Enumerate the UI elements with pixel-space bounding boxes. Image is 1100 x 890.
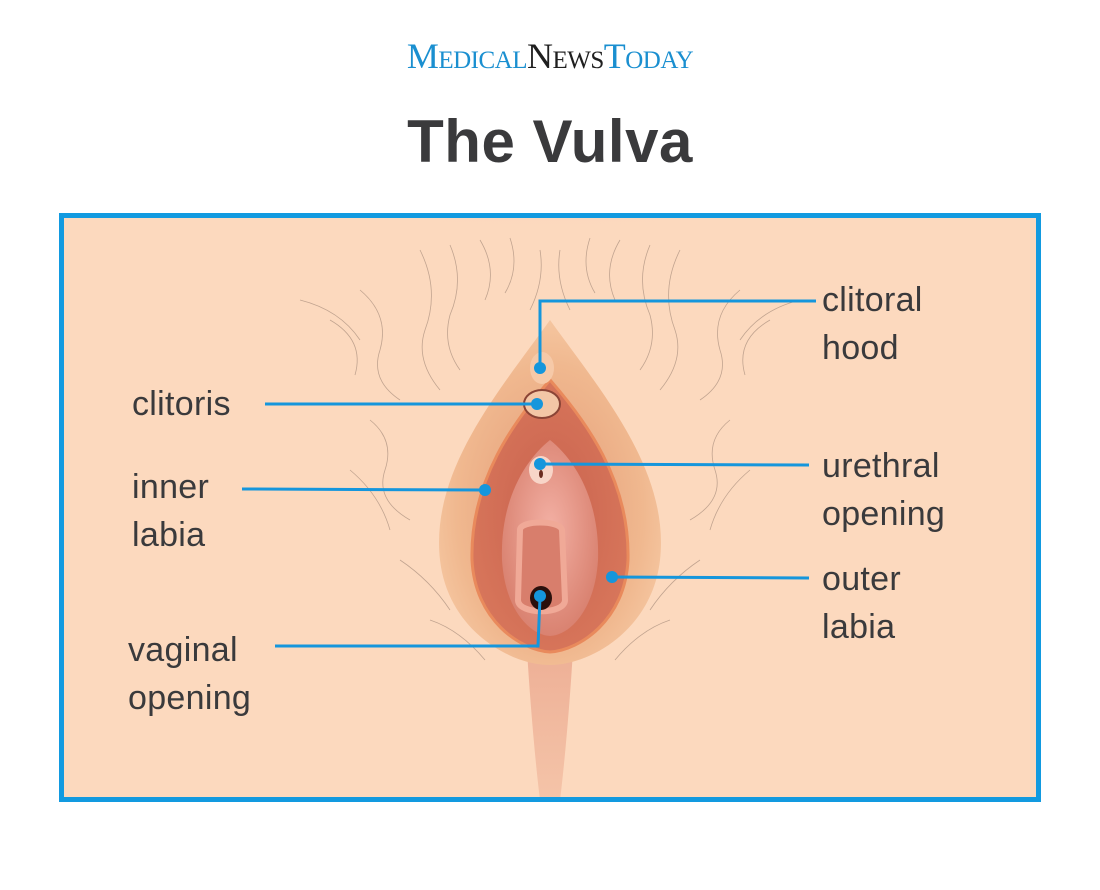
- hair-texture: [299, 237, 801, 661]
- logo-part-medical: Medical: [406, 36, 528, 76]
- label-vaginal-opening: vaginal opening: [128, 626, 251, 722]
- label-line: vaginal: [128, 631, 238, 669]
- label-clitoral-hood: clitoral hood: [822, 276, 923, 372]
- label-clitoris: clitoris: [132, 380, 231, 428]
- label-line: opening: [822, 495, 946, 533]
- label-line: labia: [822, 608, 896, 646]
- page-title: The Vulva: [407, 108, 693, 175]
- label-line: clitoral: [822, 281, 923, 319]
- label-line: labia: [132, 516, 206, 554]
- label-line: hood: [822, 329, 899, 367]
- medical-news-today-logo: MedicalNewsToday: [0, 36, 1100, 76]
- label-line: inner: [132, 468, 210, 506]
- label-line: clitoris: [132, 385, 231, 423]
- label-inner-labia: inner labia: [132, 463, 209, 559]
- logo-part-today: Today: [603, 36, 694, 76]
- logo-part-news: News: [526, 36, 604, 76]
- label-line: urethral: [822, 447, 940, 485]
- label-line: outer: [822, 560, 901, 598]
- label-outer-labia: outer labia: [822, 555, 901, 651]
- label-line: opening: [128, 679, 252, 717]
- label-urethral-opening: urethral opening: [822, 442, 945, 538]
